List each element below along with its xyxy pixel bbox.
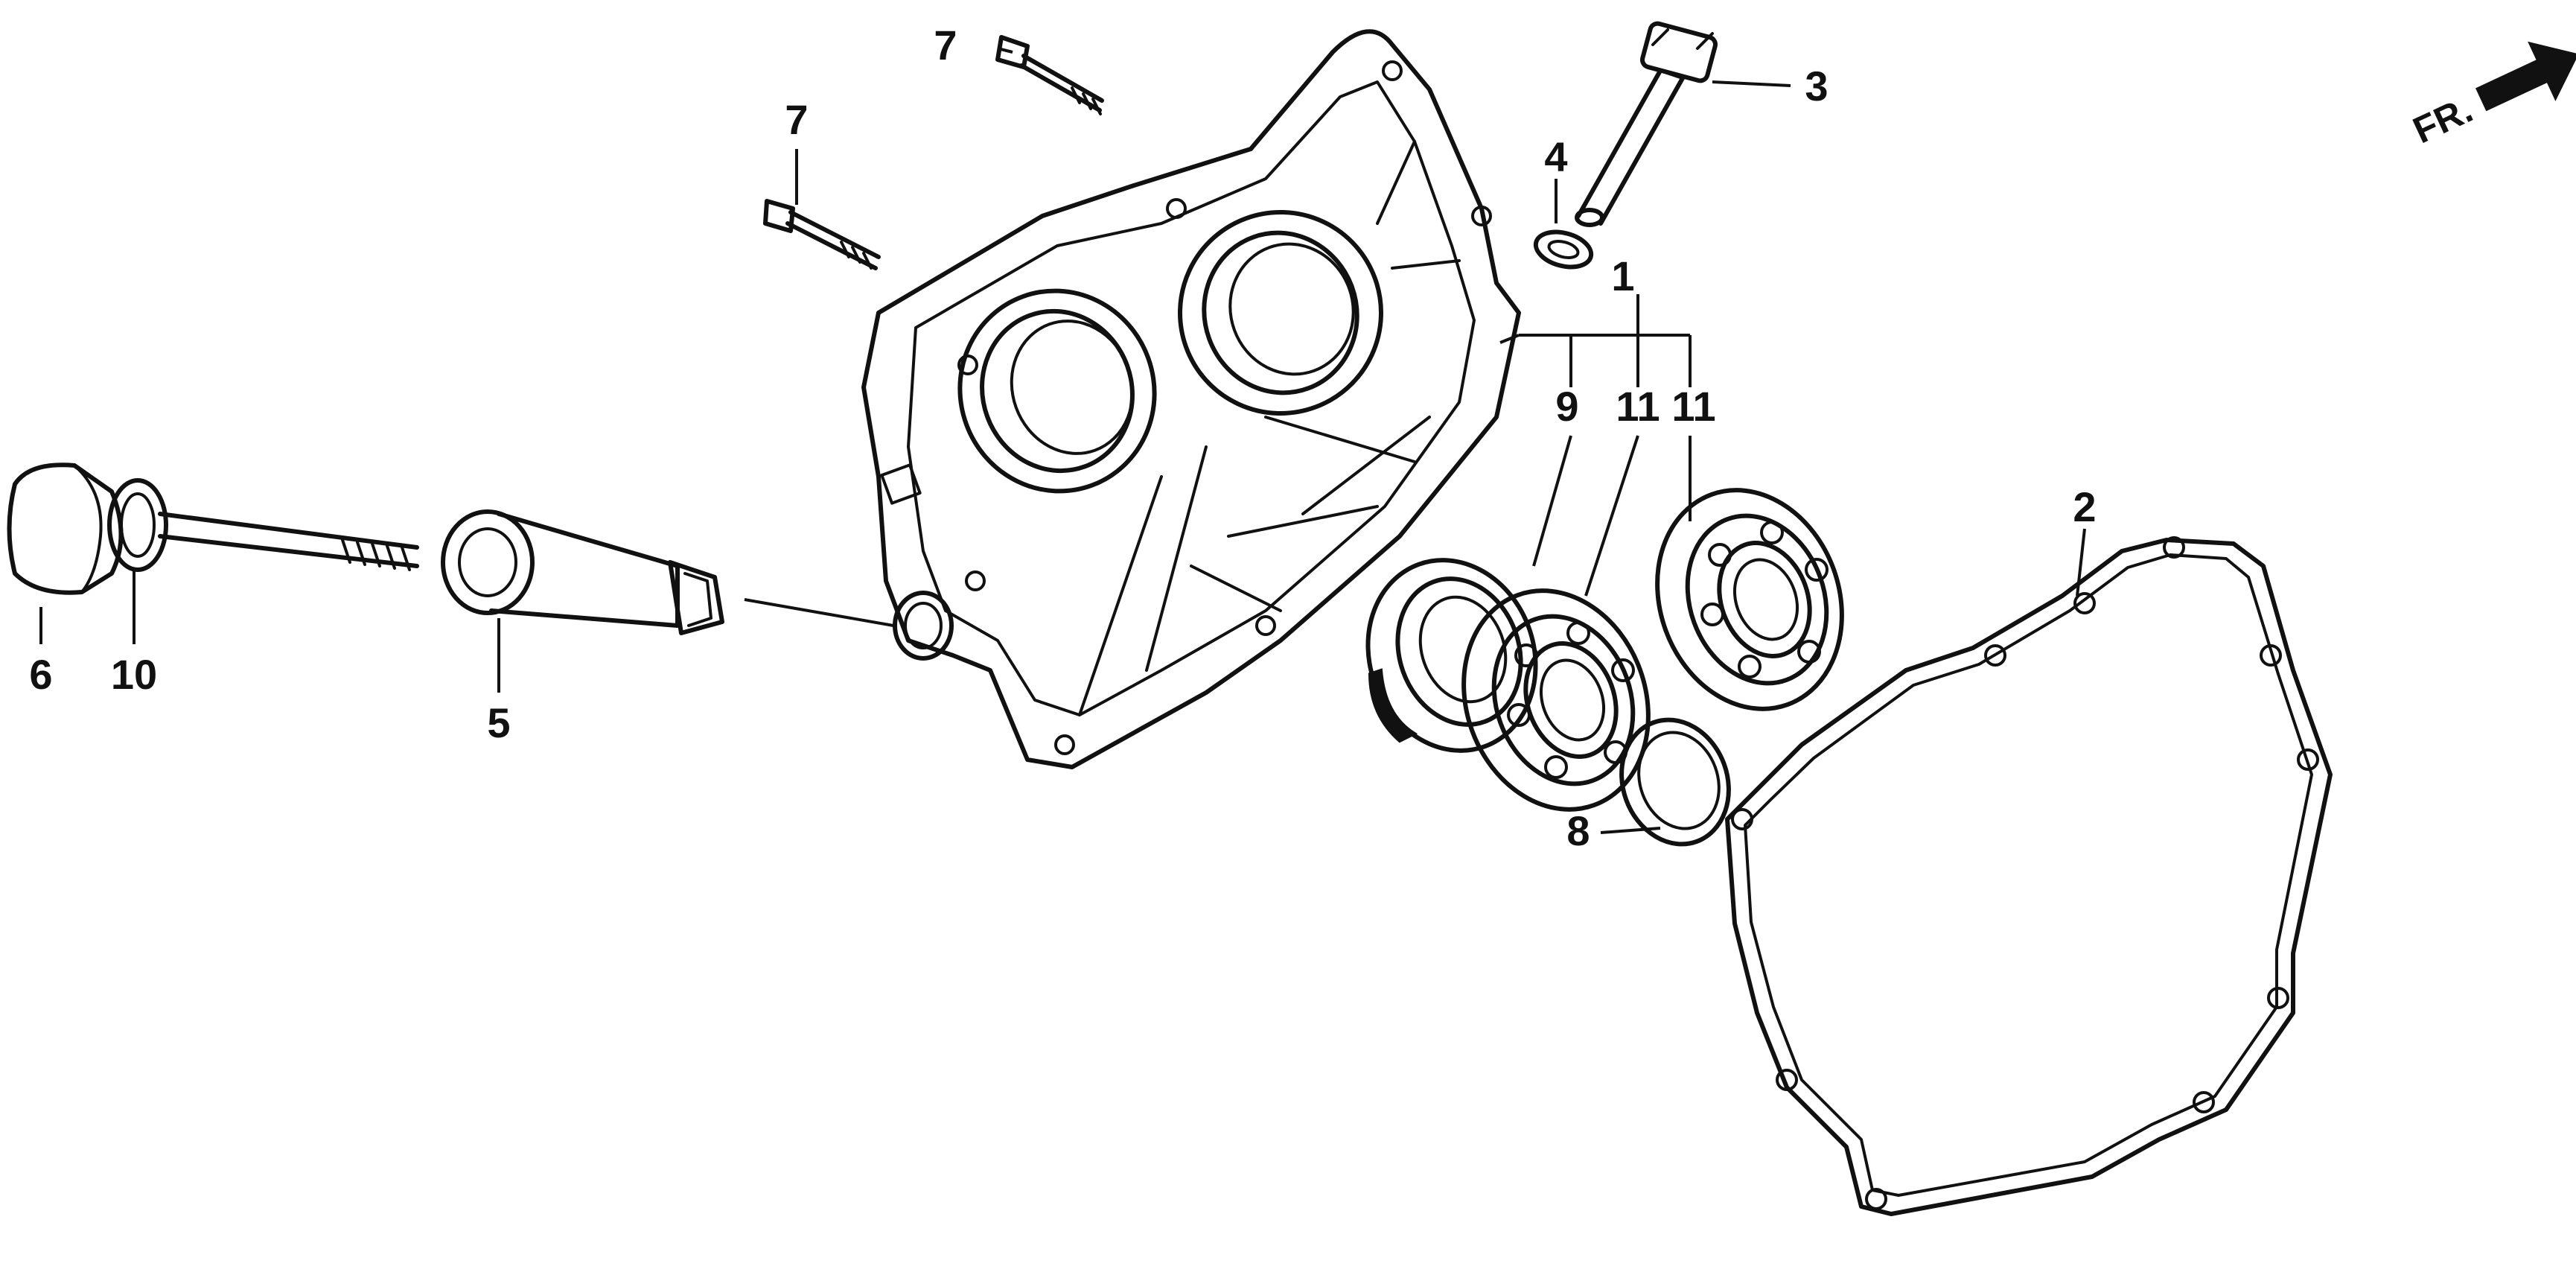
oil-filler-cap: [7, 462, 124, 595]
callout-10: 10: [111, 651, 157, 698]
callout-4: 4: [1544, 133, 1567, 180]
oil-level-gauge: [1575, 21, 1718, 227]
callout-7-upper: 7: [934, 22, 957, 69]
callout-5: 5: [487, 699, 510, 746]
crankcase-cover: [861, 29, 1521, 769]
front-direction-marker: FR.: [2407, 41, 2576, 152]
callout-11-lower: 11: [1616, 383, 1660, 430]
callout-9: 9: [1555, 383, 1578, 430]
seal-ring: [1619, 717, 1731, 847]
callout-7-lower: 7: [785, 96, 808, 143]
callout-8: 8: [1566, 807, 1590, 854]
callout-3: 3: [1805, 63, 1828, 109]
callout-labels: 1 2 3 4 5 6 7 7 8 9 10 11 11: [29, 22, 2096, 854]
bolt-upper: [995, 35, 1104, 115]
dipstick-wand: [158, 512, 419, 571]
leader-lines: [39, 47, 2086, 834]
o-ring: [107, 478, 168, 572]
callout-6: 6: [29, 651, 52, 698]
callout-1: 1: [1611, 252, 1634, 299]
bolt-lower: [763, 199, 881, 270]
front-direction-label: FR.: [2407, 89, 2479, 152]
case-cover-gasket: [1725, 536, 2333, 1216]
callout-2: 2: [2073, 483, 2096, 530]
callout-11-upper: 11: [1671, 383, 1715, 430]
ball-bearing-lower: [1461, 588, 1651, 812]
oil-filler-neck: [441, 509, 724, 635]
ball-bearing-upper: [1655, 488, 1844, 711]
washer: [1533, 229, 1594, 270]
oil-seal: [1365, 558, 1538, 753]
arrow-right-icon: [2475, 41, 2576, 112]
